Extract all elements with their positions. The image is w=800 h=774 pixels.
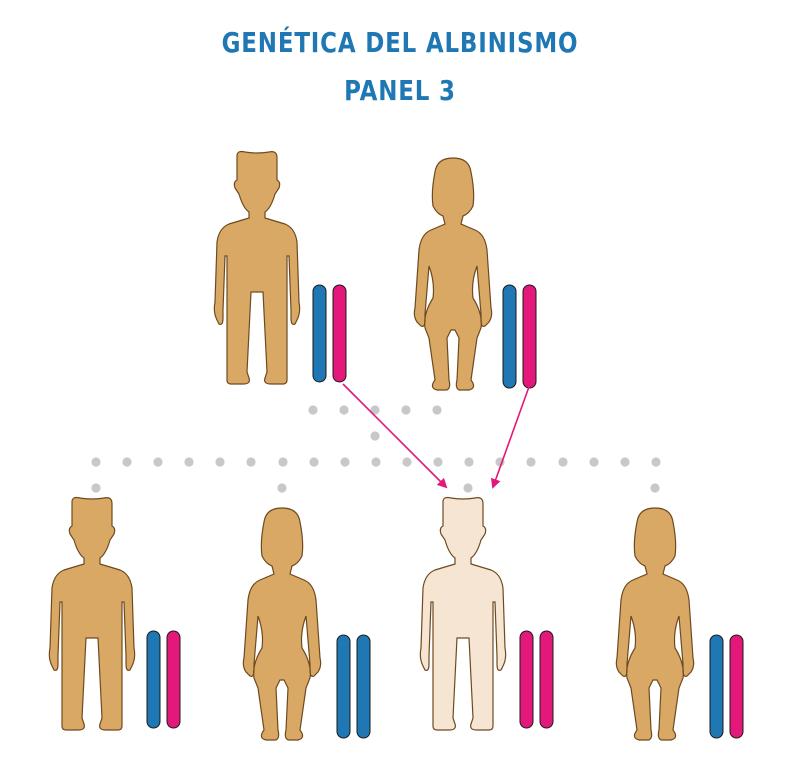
chromosome-dominant-allele xyxy=(709,634,724,739)
male-figure-icon xyxy=(213,150,301,385)
connector-dot xyxy=(620,457,630,467)
connector-dot xyxy=(401,405,411,415)
chromosome-recessive-allele xyxy=(166,630,181,729)
connector-dot xyxy=(277,483,287,493)
parent-mother xyxy=(413,157,537,391)
page-subtitle: PANEL 3 xyxy=(344,74,456,107)
connector-dot xyxy=(370,431,380,441)
chromosome-dominant-allele xyxy=(312,284,327,383)
connector-dot xyxy=(651,457,661,467)
connector-dot xyxy=(215,457,225,467)
chromosome-recessive-allele xyxy=(522,284,537,389)
male-figure-icon xyxy=(419,496,507,731)
female-figure-icon xyxy=(413,157,493,391)
connector-dot xyxy=(402,457,412,467)
connector-dot xyxy=(278,457,288,467)
child-2 xyxy=(242,507,371,741)
connector-dot xyxy=(370,405,380,415)
child-3 xyxy=(419,496,554,731)
connector-dot xyxy=(246,457,256,467)
connector-dot xyxy=(463,483,473,493)
chromosome-recessive-allele xyxy=(539,630,554,729)
child-4 xyxy=(615,507,744,741)
connector-dot xyxy=(122,457,132,467)
connector-dot xyxy=(464,457,474,467)
page-title: GENÉTICA DEL ALBINISMO xyxy=(221,26,579,59)
connector-dot xyxy=(589,457,599,467)
connector-dot xyxy=(153,457,163,467)
female-figure-icon xyxy=(615,507,695,741)
connector-dot xyxy=(433,457,443,467)
mother-allele-arrow xyxy=(490,383,531,489)
connector-dot xyxy=(432,405,442,415)
chromosome-dominant-allele xyxy=(146,630,161,729)
chromosome-dominant-allele xyxy=(336,634,351,739)
connector-dot xyxy=(340,457,350,467)
chromosome-recessive-allele xyxy=(332,284,347,383)
connector-dot xyxy=(339,405,349,415)
connector-dot xyxy=(650,483,660,493)
inheritance-arrows xyxy=(342,383,531,489)
connector-dot xyxy=(91,483,101,493)
father-allele-arrow xyxy=(342,383,448,489)
chromosome-recessive-allele xyxy=(729,634,744,739)
dotted-connectors xyxy=(91,405,661,493)
connector-dot xyxy=(309,457,319,467)
connector-dot xyxy=(308,405,318,415)
connector-dot xyxy=(558,457,568,467)
child-1 xyxy=(48,496,181,731)
connector-dot xyxy=(526,457,536,467)
parent-father xyxy=(213,150,347,385)
female-figure-icon xyxy=(242,507,322,741)
chromosome-recessive-allele xyxy=(519,630,534,729)
connector-dot xyxy=(91,457,101,467)
connector-dot xyxy=(371,457,381,467)
chromosome-dominant-allele xyxy=(502,284,517,389)
connector-dot xyxy=(184,457,194,467)
chromosome-dominant-allele xyxy=(356,634,371,739)
people-group xyxy=(48,150,744,741)
male-figure-icon xyxy=(48,496,136,731)
